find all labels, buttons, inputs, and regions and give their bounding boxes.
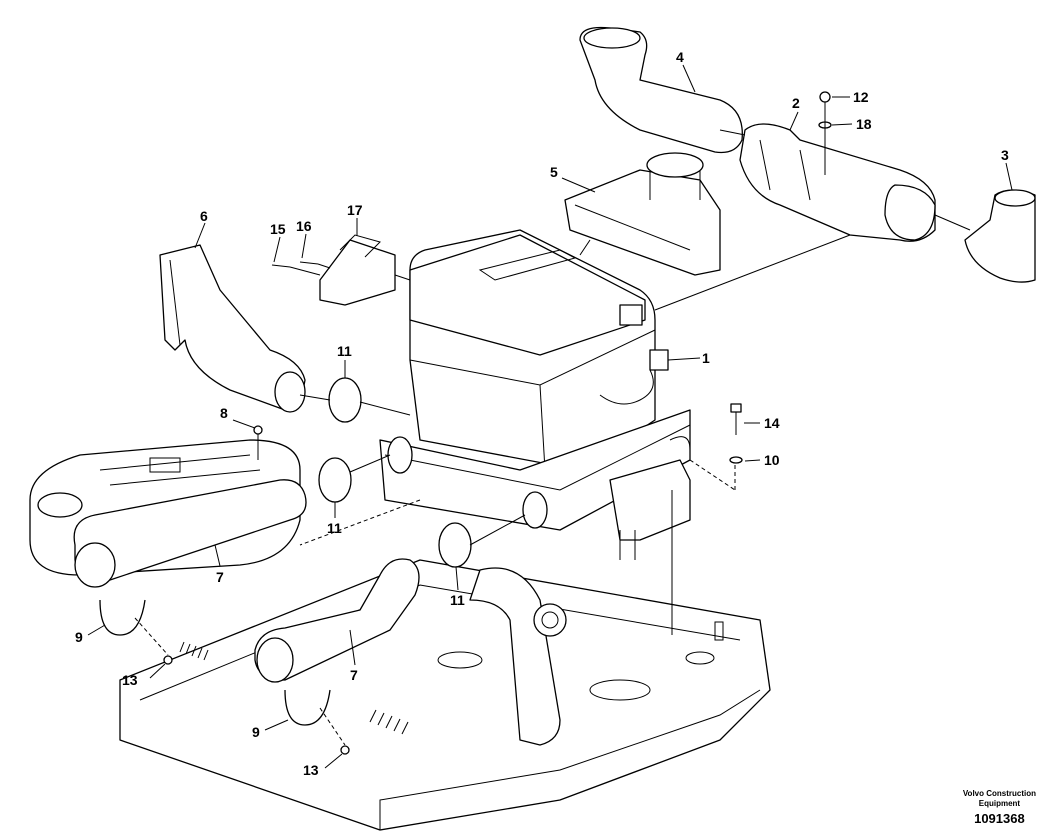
callout-1: 1 [702, 350, 710, 366]
duct-part-3 [964, 189, 1036, 283]
control-module-17 [319, 234, 396, 306]
heater-unit [379, 229, 691, 560]
grille-right [369, 709, 409, 735]
grille-left [179, 641, 209, 661]
callout-13-lower: 13 [303, 762, 319, 778]
duct-part-4 [579, 26, 743, 154]
duct-part-6 [159, 244, 306, 413]
callout-11-a: 11 [337, 343, 352, 359]
callout-16: 16 [296, 218, 312, 234]
drawing-number: 1091368 [974, 811, 1025, 826]
callout-7-upper: 7 [216, 569, 224, 585]
callout-3: 3 [1001, 147, 1009, 163]
clamp-11-b [318, 457, 352, 503]
clamp-9-upper [99, 599, 146, 636]
callout-11-b: 11 [327, 520, 342, 536]
hose-part-7-lower [254, 558, 420, 683]
callout-11-c: 11 [450, 592, 465, 608]
brand-line-1: Volvo Construction [962, 789, 1036, 798]
base-frame [119, 559, 771, 831]
fastener-13-lower [340, 745, 350, 755]
bolt-14 [730, 403, 742, 435]
clamp-11-a [328, 377, 362, 423]
callout-18: 18 [856, 116, 872, 132]
washer-10 [729, 456, 743, 464]
leader-lines [87, 64, 1013, 769]
callout-13-upper: 13 [122, 672, 138, 688]
callout-17: 17 [347, 202, 363, 218]
callout-10: 10 [764, 452, 780, 468]
callout-12: 12 [853, 89, 869, 105]
clamp-9-lower [284, 689, 331, 726]
brand-line-2: Equipment [978, 799, 1021, 808]
callout-2: 2 [792, 95, 800, 111]
callout-15: 15 [270, 221, 286, 237]
bolt-12 [819, 91, 831, 103]
assembly-lines [134, 129, 971, 746]
duct-part-2 [739, 123, 936, 242]
hose-part-7-upper [73, 479, 307, 588]
callout-6: 6 [200, 208, 208, 224]
callout-7-lower: 7 [350, 667, 358, 683]
callout-5: 5 [550, 164, 558, 180]
fastener-8 [253, 425, 263, 435]
callout-9-upper: 9 [75, 629, 83, 645]
screw-15 [271, 264, 291, 268]
callout-4: 4 [676, 49, 684, 65]
duct-part-5 [564, 152, 721, 276]
fastener-13-upper [163, 655, 173, 665]
callout-8: 8 [220, 405, 228, 421]
callout-14: 14 [764, 415, 780, 431]
lower-duct [469, 567, 567, 746]
screw-16 [299, 261, 319, 265]
drawing-footer: Volvo Construction Equipment 1091368 [963, 789, 1036, 826]
clamp-11-c [438, 522, 472, 568]
callout-9-lower: 9 [252, 724, 260, 740]
